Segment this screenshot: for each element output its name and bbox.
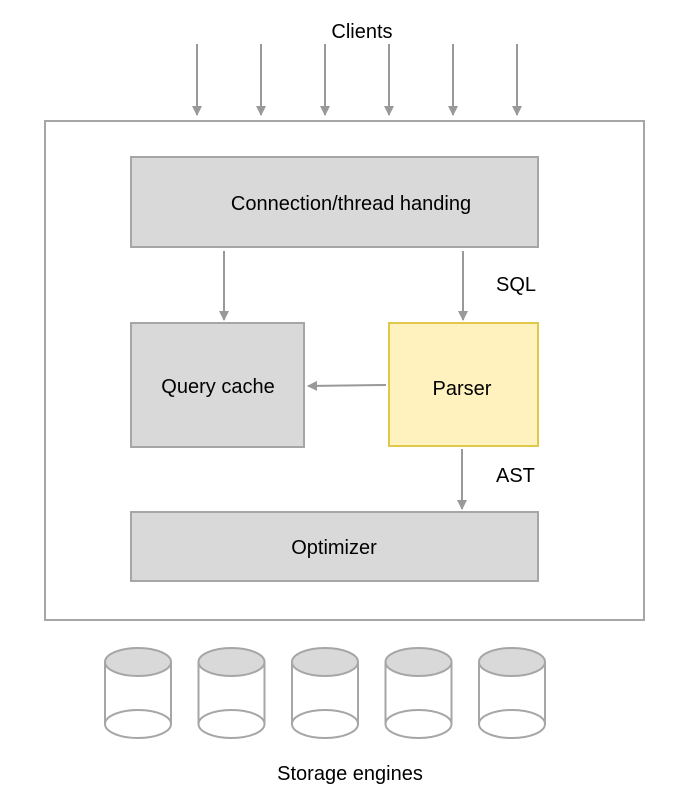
parser-node[interactable]: Parser [388, 322, 539, 447]
storage-engine-cylinder [197, 647, 266, 739]
client-arrows [192, 44, 522, 116]
storage-engines [104, 647, 546, 739]
optimizer-label: Optimizer [291, 537, 377, 559]
connection-node[interactable]: Connection/thread handing [130, 156, 539, 248]
storage-engine-cylinder [478, 647, 546, 739]
storage-engine-cylinder [291, 647, 359, 739]
storage-engine-cylinder [104, 647, 172, 739]
storage-engines-label: Storage engines [277, 763, 423, 785]
sql-label: SQL [496, 274, 536, 296]
parser-label: Parser [433, 378, 492, 400]
optimizer-node[interactable]: Optimizer [130, 511, 539, 582]
storage-engine-cylinder [384, 647, 453, 739]
query-cache-node[interactable]: Query cache [130, 322, 305, 448]
ast-label: AST [496, 465, 535, 487]
clients-label: Clients [331, 21, 392, 43]
query-cache-label: Query cache [161, 376, 274, 398]
connection-label: Connection/thread handing [231, 193, 471, 215]
server-boundary [44, 120, 645, 621]
arrow-parser-to-cache [307, 380, 387, 391]
